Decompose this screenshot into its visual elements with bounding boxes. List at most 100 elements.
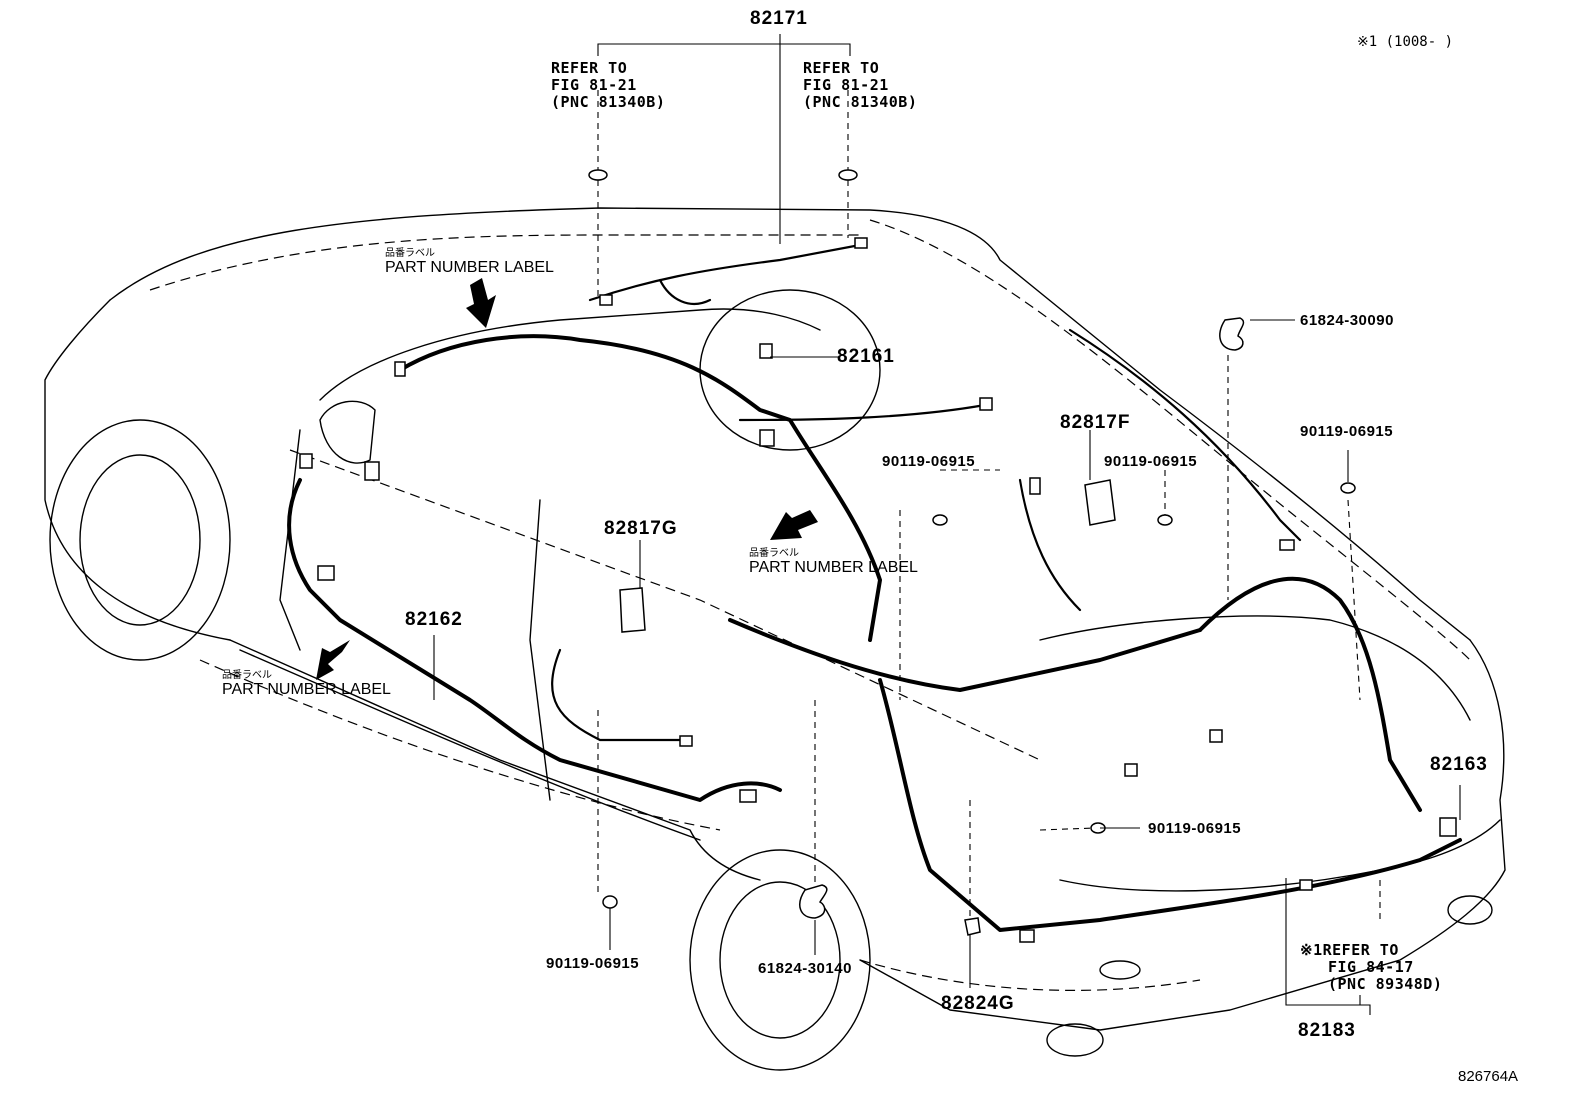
refer-bottom: ※1REFER TO FIG 84-17 (PNC 89348D) bbox=[1300, 942, 1442, 993]
refer-left-line3: (PNC 81340B) bbox=[551, 93, 666, 111]
bracket-82171 bbox=[597, 43, 851, 56]
part-90119-06915-rear: 90119-06915 bbox=[1148, 820, 1242, 837]
part-82163: 82163 bbox=[1430, 754, 1488, 775]
relay-82817G bbox=[619, 587, 646, 633]
rear-bumper bbox=[1059, 819, 1501, 892]
refer-bottom-line1: ※1REFER TO bbox=[1300, 941, 1399, 959]
connector bbox=[394, 361, 406, 377]
refer-right-line3: (PNC 81340B) bbox=[803, 93, 918, 111]
arrow-part-label-top bbox=[466, 278, 496, 328]
refer-bottom-line2: FIG 84-17 bbox=[1328, 958, 1414, 976]
harness-trunk bbox=[1198, 576, 1422, 812]
connector bbox=[759, 429, 775, 447]
harness-82162 bbox=[287, 478, 782, 802]
trunk-line bbox=[1039, 615, 1471, 721]
part-82183: 82183 bbox=[1298, 1020, 1356, 1041]
refer-right-line1: REFER TO bbox=[803, 59, 880, 77]
part-number-label-en: PART NUMBER LABEL bbox=[222, 681, 391, 698]
door-line-rear bbox=[529, 499, 551, 801]
figure-id: 826764A bbox=[1458, 1068, 1519, 1085]
sill-line bbox=[239, 649, 701, 841]
connector bbox=[759, 343, 773, 359]
part-90119-06915-center: 90119-06915 bbox=[1104, 453, 1198, 470]
body-side-lower bbox=[229, 639, 761, 881]
dash-leader bbox=[1347, 499, 1361, 701]
connector bbox=[1029, 477, 1041, 495]
hidden-body-line-5 bbox=[289, 449, 1041, 761]
grommet-61824-30140 bbox=[799, 884, 828, 919]
connector bbox=[364, 461, 380, 481]
part-number-label-mid: 品番ラベル PART NUMBER LABEL bbox=[749, 544, 918, 577]
connector bbox=[599, 294, 613, 306]
bolt-head bbox=[588, 169, 608, 181]
refer-bottom-line3: (PNC 89348D) bbox=[1328, 975, 1443, 993]
harness-82171 bbox=[588, 243, 862, 302]
harness-branch-roof bbox=[1018, 478, 1082, 612]
connector bbox=[854, 237, 868, 249]
clip-82824G bbox=[964, 917, 981, 936]
hood-outline bbox=[44, 299, 231, 641]
bolt-head bbox=[932, 514, 948, 526]
front-wheel bbox=[49, 419, 231, 661]
bolt-head bbox=[1157, 514, 1173, 526]
harness-82161 bbox=[398, 334, 882, 642]
header-note: ※1 (1008- ) bbox=[1357, 34, 1454, 50]
windshield bbox=[319, 308, 821, 401]
harness-branch-door bbox=[551, 648, 682, 742]
connector bbox=[739, 789, 757, 803]
connector bbox=[679, 735, 693, 747]
part-90119-06915-right: 90119-06915 bbox=[1300, 423, 1394, 440]
refer-right: REFER TO FIG 81-21 (PNC 81340B) bbox=[803, 60, 917, 111]
part-number-label-jp: 品番ラベル bbox=[385, 248, 435, 259]
roof-outline bbox=[109, 207, 1471, 641]
hidden-body-line-4 bbox=[859, 959, 1201, 991]
part-82171: 82171 bbox=[750, 8, 808, 29]
harness-floor bbox=[728, 618, 1202, 692]
refer-left-line2: FIG 81-21 bbox=[551, 76, 637, 94]
steering-wheel bbox=[699, 289, 881, 451]
door-line-front bbox=[279, 429, 301, 651]
part-82817F: 82817F bbox=[1060, 412, 1131, 433]
bolt-head bbox=[838, 169, 858, 181]
part-82162: 82162 bbox=[405, 609, 463, 630]
refer-left: REFER TO FIG 81-21 (PNC 81340B) bbox=[551, 60, 665, 111]
connector bbox=[1019, 929, 1035, 943]
part-82817G: 82817G bbox=[604, 518, 678, 539]
part-82824G: 82824G bbox=[941, 993, 1015, 1014]
arrow-part-label-mid bbox=[770, 510, 818, 540]
part-90119-06915-dash: 90119-06915 bbox=[882, 453, 976, 470]
rear-body bbox=[859, 639, 1506, 1031]
arrow-part-label-left bbox=[316, 640, 350, 680]
connector bbox=[299, 453, 313, 469]
connector bbox=[317, 565, 335, 581]
part-number-label-en: PART NUMBER LABEL bbox=[385, 259, 554, 276]
part-number-label-top: 品番ラベル PART NUMBER LABEL bbox=[385, 244, 554, 277]
reflector bbox=[1099, 960, 1141, 980]
part-90119-06915-bottom: 90119-06915 bbox=[546, 955, 640, 972]
hidden-body-line-1 bbox=[149, 234, 860, 291]
part-61824-30140: 61824-30140 bbox=[758, 960, 852, 977]
connector bbox=[1209, 729, 1223, 743]
relay-82817F bbox=[1084, 479, 1116, 526]
harness-82183 bbox=[878, 678, 1462, 932]
leader-82183 bbox=[1285, 878, 1371, 1015]
connector bbox=[1279, 539, 1295, 551]
hidden-body-line-3 bbox=[869, 219, 1471, 661]
part-61824-30090: 61824-30090 bbox=[1300, 312, 1394, 329]
connector bbox=[979, 397, 993, 411]
connector bbox=[1299, 879, 1313, 891]
part-number-label-jp: 品番ラベル bbox=[749, 548, 799, 559]
bolt-head bbox=[602, 895, 618, 909]
grommet-61824-30090 bbox=[1219, 317, 1245, 351]
dash-leader bbox=[1039, 827, 1096, 831]
rear-wheel-inner bbox=[719, 881, 841, 1039]
exhaust bbox=[1046, 1023, 1104, 1057]
harness-branch-dash bbox=[738, 403, 987, 422]
rear-lamp bbox=[1447, 895, 1493, 925]
harness-branch-rear bbox=[1068, 328, 1302, 542]
refer-left-line1: REFER TO bbox=[551, 59, 628, 77]
part-number-label-left: 品番ラベル PART NUMBER LABEL bbox=[222, 666, 391, 699]
rear-wheel bbox=[689, 849, 871, 1071]
